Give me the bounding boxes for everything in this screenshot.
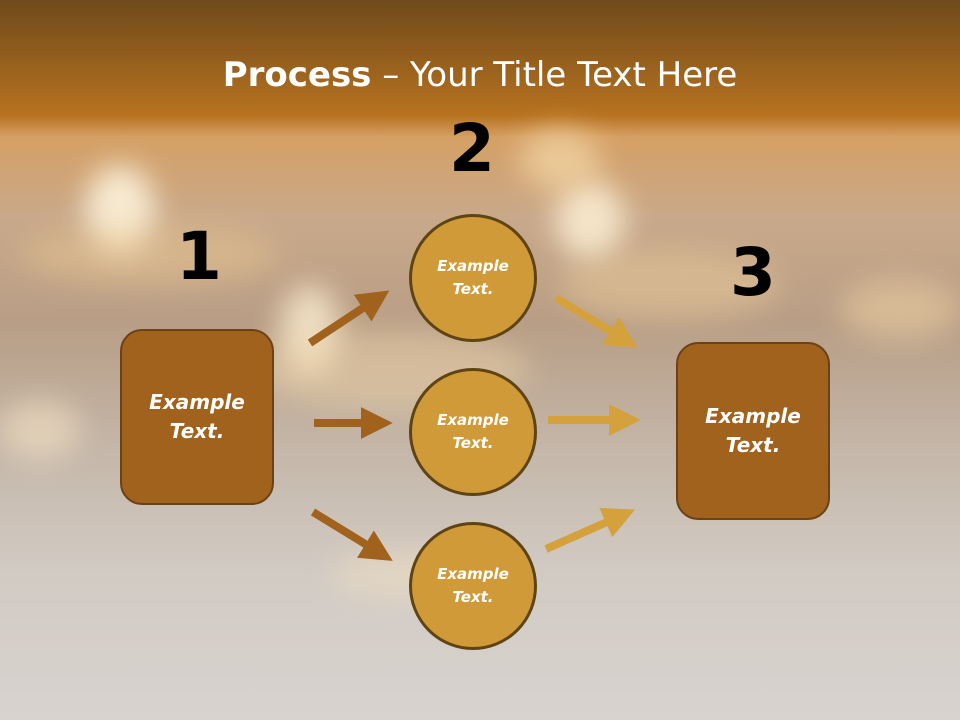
step-number-1: 1 xyxy=(176,218,222,295)
title-bold: Process xyxy=(222,55,372,95)
slide-title: Process – Your Title Text Here xyxy=(0,52,960,98)
arrow-down-right xyxy=(553,294,638,348)
arrow-down-right xyxy=(310,508,393,561)
left-box: Example Text. xyxy=(120,329,274,505)
circle-bottom-label: Example Text. xyxy=(437,565,509,606)
left-box-label: Example Text. xyxy=(149,390,245,443)
right-box: Example Text. xyxy=(676,342,830,520)
circle-bottom: Example Text. xyxy=(409,522,537,650)
arrow-up-right xyxy=(544,507,636,553)
circle-middle: Example Text. xyxy=(409,368,537,496)
step-number-2: 2 xyxy=(449,110,495,187)
circle-top: Example Text. xyxy=(409,214,537,342)
title-rest: – Your Title Text Here xyxy=(371,55,738,95)
arrow-up-right xyxy=(307,290,390,347)
circle-middle-label: Example Text. xyxy=(437,411,509,452)
right-box-label: Example Text. xyxy=(705,404,801,457)
circle-top-label: Example Text. xyxy=(437,257,509,298)
step-number-3: 3 xyxy=(730,234,776,311)
